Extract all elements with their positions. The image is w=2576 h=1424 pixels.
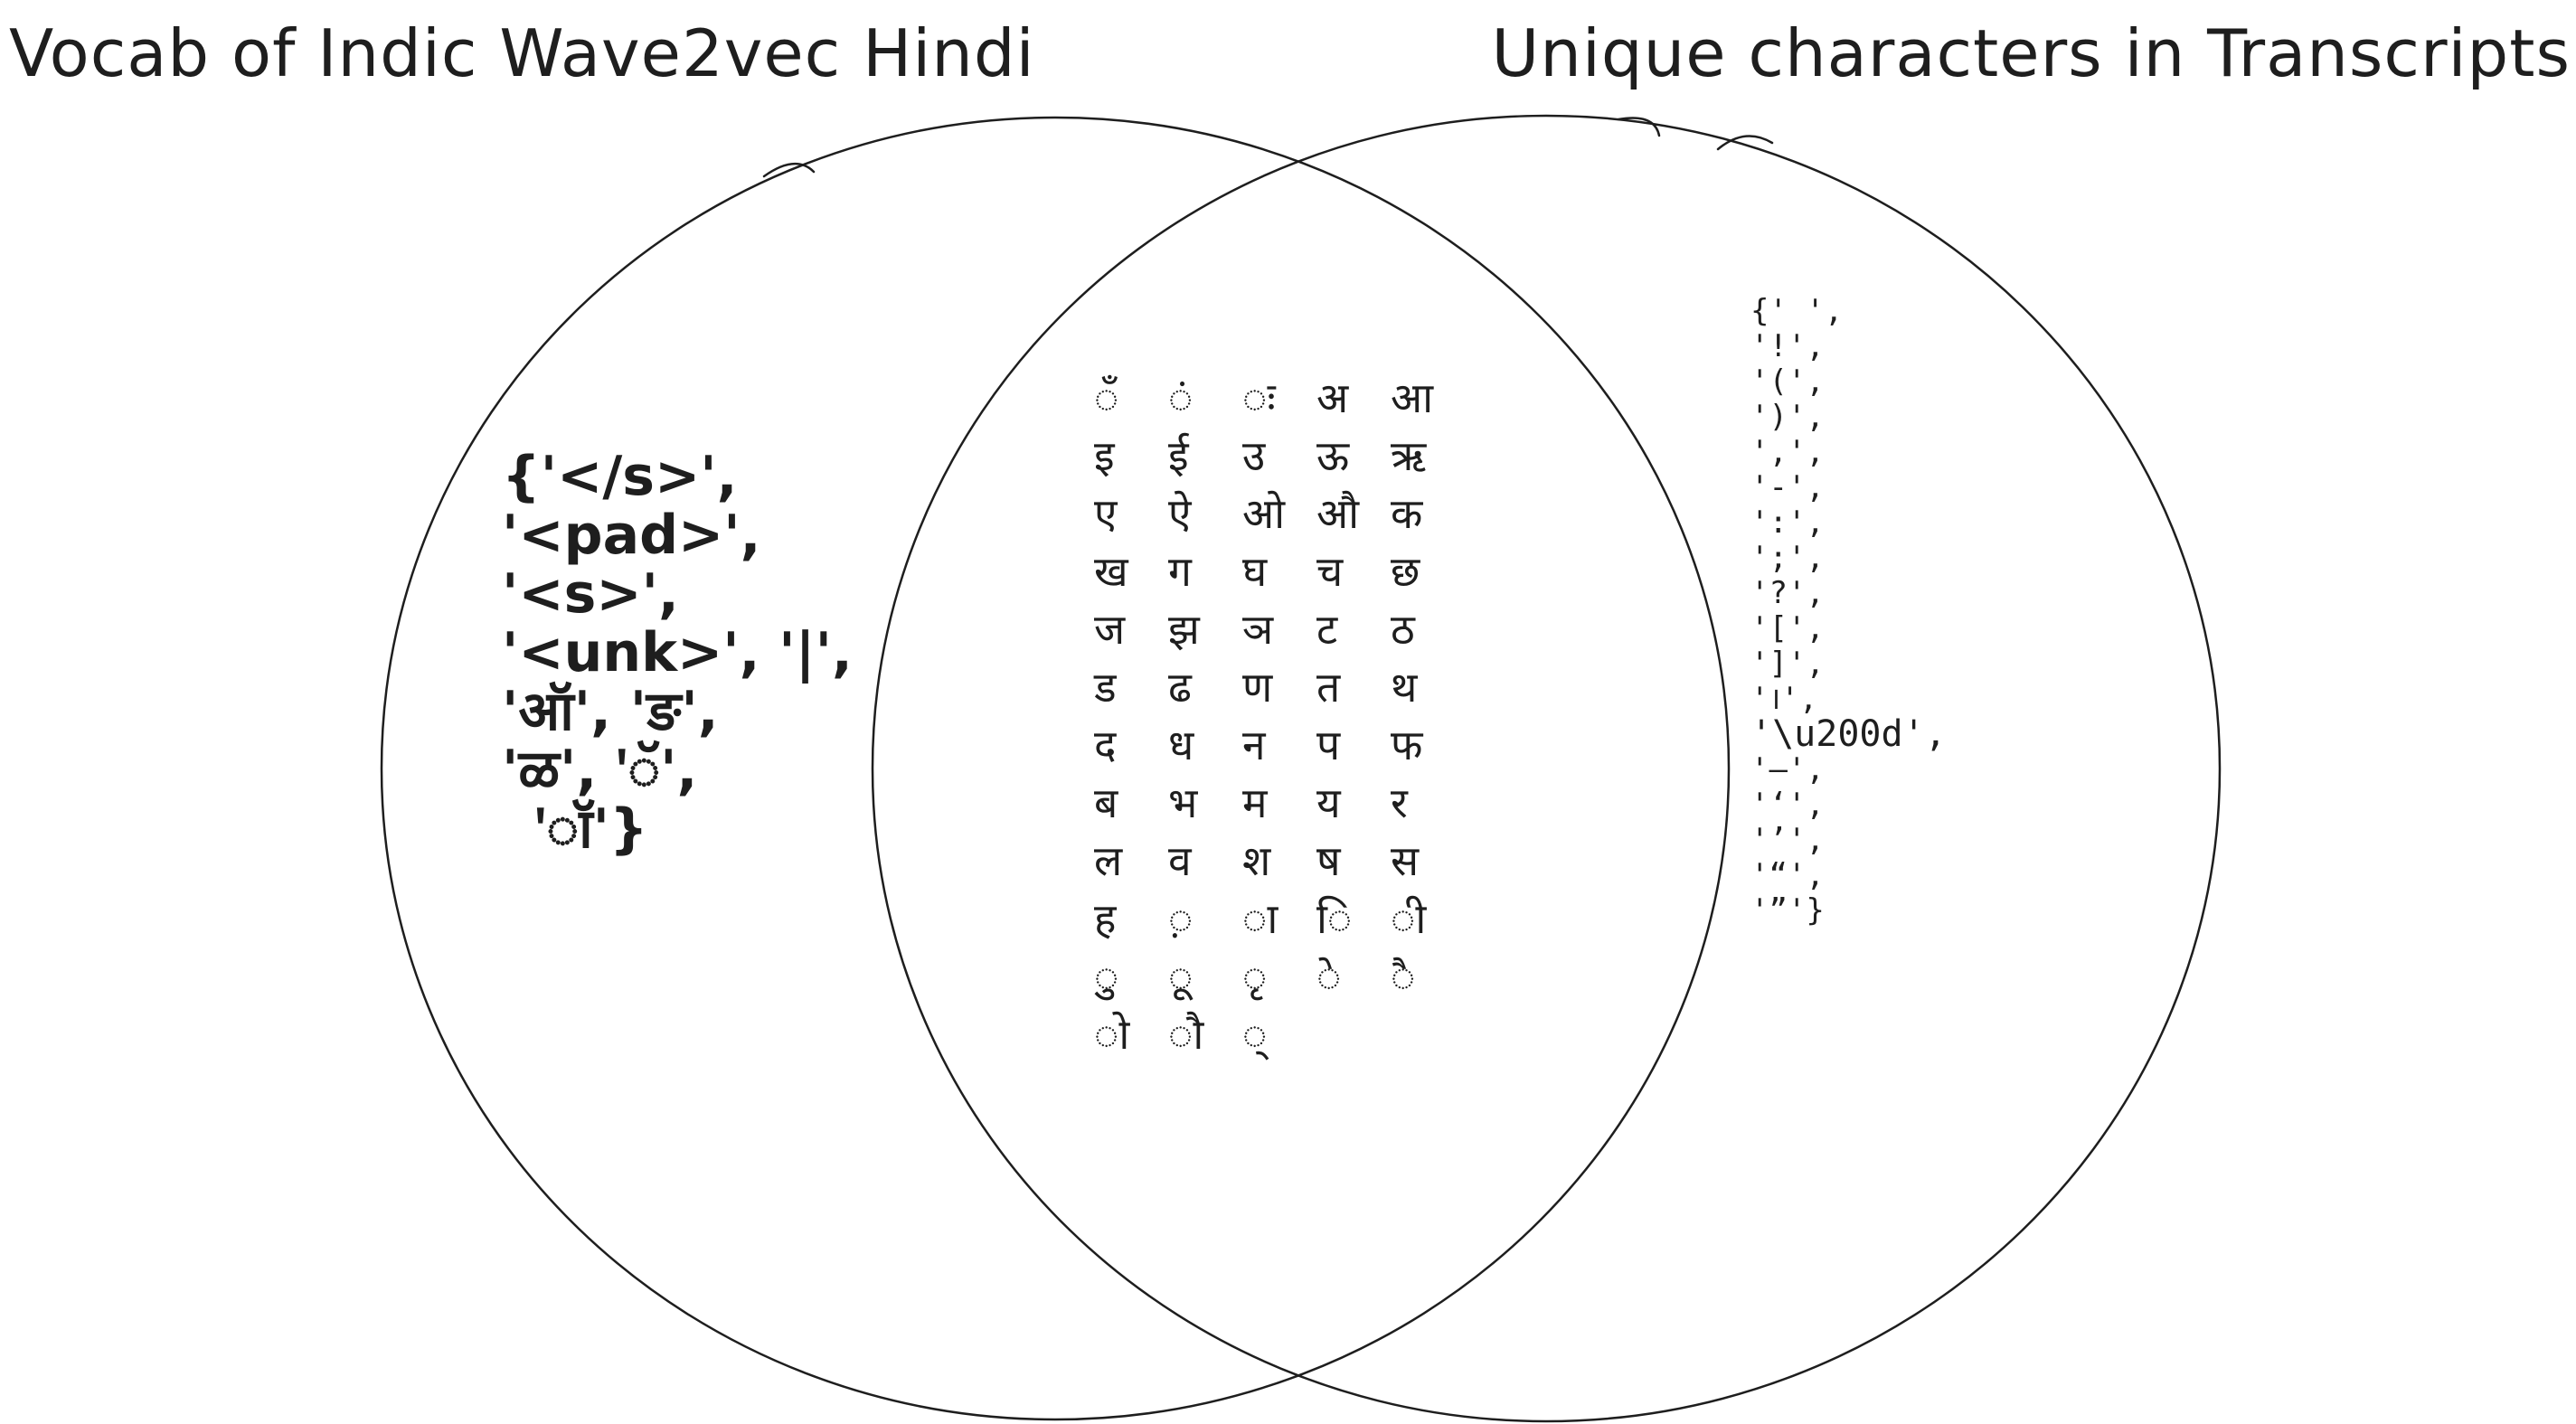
intersection-char: औ: [1316, 489, 1360, 538]
right-circle-overstroke: [1617, 117, 1774, 151]
right-only-characters: {' ', '!', '(', ')', ',', '-', ':', ';',…: [1750, 294, 1947, 929]
right-list-line: '”'}: [1750, 892, 1825, 929]
right-list-line: ']',: [1750, 646, 1825, 682]
intersection-char: ल: [1094, 836, 1123, 885]
right-list-line: '’',: [1750, 822, 1825, 858]
left-list-line: '<s>',: [502, 562, 679, 626]
intersection-char: प: [1316, 721, 1341, 769]
intersection-char: छ: [1391, 547, 1420, 596]
intersection-char: न: [1242, 721, 1266, 769]
intersection-char: ू: [1168, 952, 1194, 1001]
intersection-char: म: [1242, 778, 1268, 827]
left-list-line: 'ळ', 'ॅ',: [502, 739, 698, 802]
right-set-title: Unique characters in Transcripts: [1491, 15, 2571, 91]
left-circle: [380, 116, 1731, 1421]
left-list-line: {'</s>',: [502, 445, 738, 508]
intersection-char: ओ: [1242, 489, 1286, 538]
right-list-line: '!',: [1750, 328, 1825, 364]
intersection-char: ड: [1094, 663, 1117, 712]
intersection-char: अ: [1316, 373, 1349, 422]
right-list-line: '‘',: [1750, 787, 1825, 823]
intersection-char: ै: [1391, 952, 1416, 1001]
intersection-char: ण: [1242, 663, 1273, 712]
intersection-char: ई: [1168, 431, 1189, 480]
intersection-char: ग: [1168, 547, 1192, 596]
right-list-line: '?',: [1750, 575, 1825, 611]
intersection-char: ञ: [1242, 605, 1274, 654]
left-list-line: '<unk>', '|',: [502, 621, 853, 684]
intersection-char: ऋ: [1391, 431, 1427, 480]
left-set-title: Vocab of Indic Wave2vec Hindi: [9, 15, 1035, 91]
intersection-char: ए: [1094, 489, 1118, 538]
intersection-char: ़: [1168, 894, 1194, 943]
left-only-characters: {'</s>', '<pad>', '<s>', '<unk>', '|', '…: [502, 448, 882, 859]
intersection-char: ु: [1094, 952, 1119, 1001]
right-list-line: ':',: [1750, 505, 1825, 541]
intersection-char: फ: [1391, 721, 1423, 769]
right-list-line: '[',: [1750, 610, 1825, 646]
intersection-char: आ: [1391, 373, 1434, 422]
intersection-char: इ: [1094, 431, 1115, 480]
right-list-line: ';',: [1750, 540, 1825, 576]
intersection-char: ौ: [1168, 1010, 1204, 1059]
right-list-line: ')',: [1750, 399, 1825, 435]
right-circle: [871, 114, 2222, 1423]
right-list-line: '“',: [1750, 857, 1825, 893]
intersection-char: ढ: [1168, 663, 1192, 712]
intersection-char: उ: [1242, 431, 1266, 480]
intersection-char: ज: [1094, 605, 1126, 654]
intersection-char: त: [1316, 663, 1341, 712]
intersection-char: ब: [1094, 778, 1118, 827]
right-list-line: '\u200d',: [1750, 713, 1947, 755]
intersection-char: ऊ: [1316, 431, 1350, 480]
intersection-char: े: [1316, 952, 1342, 1001]
intersection-char: ध: [1168, 721, 1194, 769]
intersection-char: ा: [1242, 894, 1279, 943]
left-circle-overstroke: [762, 162, 816, 178]
right-list-line: '-',: [1750, 469, 1825, 505]
intersection-char: झ: [1168, 605, 1200, 654]
intersection-char: ठ: [1391, 605, 1415, 654]
left-list-line: '<pad>',: [502, 504, 761, 567]
intersection-char: ृ: [1242, 952, 1268, 1001]
intersection-char: द: [1094, 721, 1117, 769]
right-list-line: '—',: [1750, 751, 1825, 787]
intersection-char: भ: [1168, 778, 1198, 827]
intersection-char: ँ: [1094, 373, 1119, 422]
intersection-char: य: [1316, 778, 1341, 827]
intersection-char: क: [1391, 489, 1423, 538]
intersection-char: थ: [1391, 663, 1418, 712]
intersection-char: स: [1391, 836, 1420, 885]
intersection-char: ष: [1316, 836, 1341, 885]
intersection-char: ः: [1242, 373, 1276, 422]
intersection-char: ह: [1094, 894, 1117, 943]
intersection-char: ्: [1242, 1010, 1268, 1059]
intersection-char: ी: [1391, 894, 1427, 943]
intersection-char: ि: [1316, 894, 1353, 943]
intersection-char: ट: [1316, 605, 1338, 654]
intersection-char: च: [1316, 547, 1344, 596]
intersection-char: घ: [1242, 547, 1268, 596]
intersection-char: र: [1391, 778, 1408, 827]
right-list-line: ',',: [1750, 434, 1825, 470]
right-list-line: '(',: [1750, 363, 1825, 400]
right-list-line: '।',: [1750, 681, 1818, 717]
left-list-line: 'ॉ'}: [534, 797, 648, 861]
intersection-char: व: [1168, 836, 1192, 885]
intersection-char: ऐ: [1168, 489, 1192, 538]
intersection-char: ं: [1168, 373, 1194, 422]
intersection-char: श: [1242, 836, 1271, 885]
right-list-line: {' ',: [1750, 293, 1844, 329]
intersection-char: ो: [1094, 1010, 1130, 1059]
left-list-line: 'ऑ', 'ङ',: [502, 680, 719, 743]
intersection-char: ख: [1094, 547, 1128, 596]
